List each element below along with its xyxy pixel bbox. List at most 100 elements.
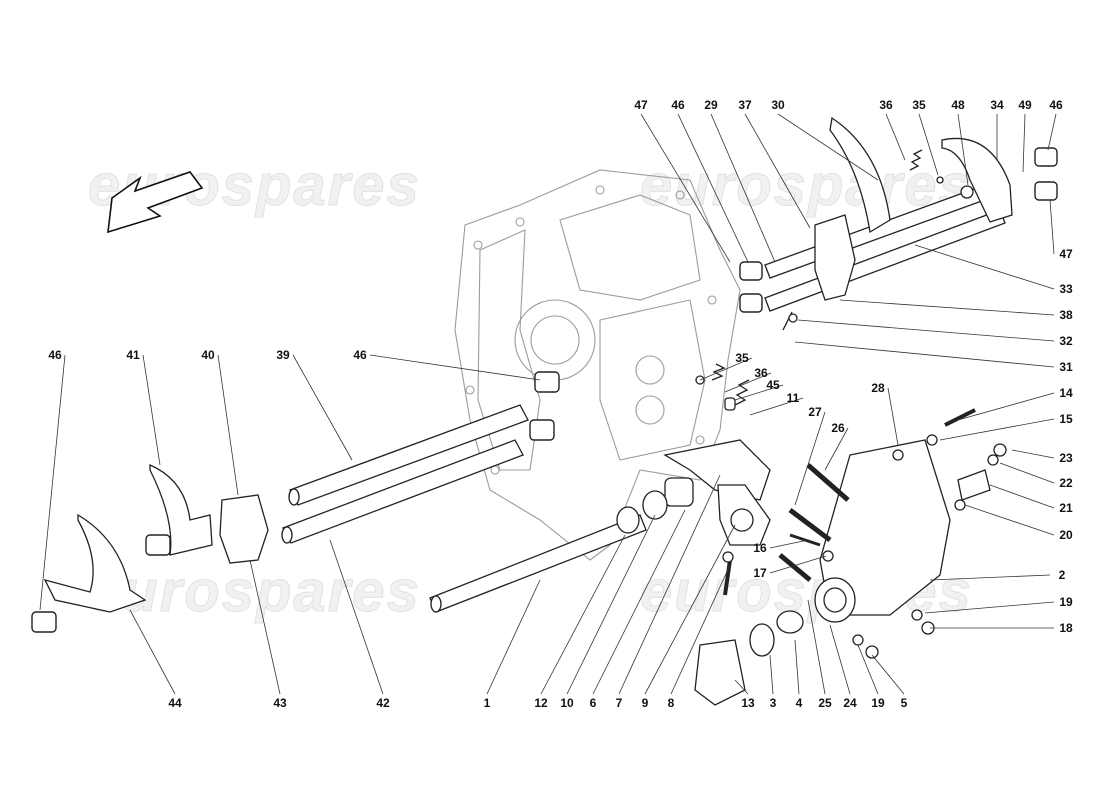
part-callout-25[interactable]: 25 [818,696,832,710]
leader-line [797,319,1055,342]
part-callout-37[interactable]: 37 [738,98,752,112]
leader-line [369,354,541,381]
part-callout-21[interactable]: 21 [1059,501,1073,515]
leader-line [699,357,753,381]
part-callout-27[interactable]: 27 [808,405,822,419]
part-callout-46[interactable]: 46 [48,348,62,362]
part-callout-32[interactable]: 32 [1059,334,1073,348]
leader-line [39,354,66,611]
part-callout-8[interactable]: 8 [667,696,675,710]
part-callout-9[interactable]: 9 [641,696,649,710]
part-callout-11[interactable]: 11 [786,391,800,405]
leader-line [807,599,826,695]
leader-line [618,474,721,695]
leader-line [769,654,774,695]
part-callout-4[interactable]: 4 [795,696,803,710]
part-callout-43[interactable]: 43 [273,696,287,710]
leader-line [1022,113,1026,173]
part-callout-2[interactable]: 2 [1058,568,1066,582]
part-callout-47[interactable]: 47 [634,98,648,112]
part-callout-14[interactable]: 14 [1059,386,1073,400]
leader-line [724,372,772,393]
part-callout-28[interactable]: 28 [871,381,885,395]
part-callout-19[interactable]: 19 [1059,595,1073,609]
part-callout-42[interactable]: 42 [376,696,390,710]
part-callout-30[interactable]: 30 [771,98,785,112]
leader-line [929,574,1051,581]
leader-line [1011,449,1055,459]
part-callout-13[interactable]: 13 [741,696,755,710]
part-callout-1[interactable]: 1 [483,696,491,710]
part-callout-17[interactable]: 17 [753,566,767,580]
part-callout-15[interactable]: 15 [1059,412,1073,426]
leader-line [924,601,1055,614]
part-callout-12[interactable]: 12 [534,696,548,710]
leader-line [769,539,809,549]
part-callout-35[interactable]: 35 [912,98,926,112]
part-callout-36[interactable]: 36 [754,366,768,380]
front-direction-arrow-icon [107,171,204,234]
part-callout-46[interactable]: 46 [1049,98,1063,112]
leader-line [744,113,811,229]
part-callout-5[interactable]: 5 [900,696,908,710]
leader-line [710,113,776,263]
part-callout-48[interactable]: 48 [951,98,965,112]
part-callout-36[interactable]: 36 [879,98,893,112]
gearbox-housing [454,169,741,561]
part-callout-34[interactable]: 34 [990,98,1004,112]
leader-line [999,462,1055,484]
part-callout-45[interactable]: 45 [766,378,780,392]
leader-line [887,387,899,446]
leader-line [794,639,800,695]
part-callout-44[interactable]: 44 [168,696,182,710]
upper-fork-assembly [764,116,1013,331]
part-callout-41[interactable]: 41 [126,348,140,362]
leader-line [1047,113,1057,151]
leader-line [749,397,804,416]
part-callout-24[interactable]: 24 [843,696,857,710]
part-callout-46[interactable]: 46 [353,348,367,362]
part-callout-38[interactable]: 38 [1059,308,1073,322]
leader-line [644,524,736,695]
leader-line [540,534,626,695]
part-callout-3[interactable]: 3 [769,696,777,710]
part-callout-7[interactable]: 7 [615,696,623,710]
watermark-text: eurospares [88,559,421,625]
part-callout-18[interactable]: 18 [1059,621,1073,635]
part-callout-46[interactable]: 46 [671,98,685,112]
leader-line [857,644,879,695]
leader-line [939,418,1055,441]
selector-rods [281,404,647,613]
part-callout-20[interactable]: 20 [1059,528,1073,542]
part-callout-29[interactable]: 29 [704,98,718,112]
leader-line [640,113,731,263]
left-fork-assembly [43,464,269,613]
leader-line [794,411,826,506]
leader-line [734,384,784,401]
part-callout-31[interactable]: 31 [1059,360,1073,374]
part-callout-22[interactable]: 22 [1059,476,1073,490]
watermark-text: eurospares [640,153,973,219]
leader-line [129,609,176,695]
leader-line [914,244,1055,290]
part-callout-33[interactable]: 33 [1059,282,1073,296]
part-callout-40[interactable]: 40 [201,348,215,362]
leader-line [670,564,731,695]
leader-line [871,654,905,695]
part-callout-35[interactable]: 35 [735,351,749,365]
part-callout-6[interactable]: 6 [589,696,597,710]
leader-line [142,354,161,466]
part-callout-39[interactable]: 39 [276,348,290,362]
leader-line [794,341,1055,368]
part-callout-26[interactable]: 26 [831,421,845,435]
part-callout-49[interactable]: 49 [1018,98,1032,112]
part-callout-16[interactable]: 16 [753,541,767,555]
leader-line [249,559,281,695]
part-callout-19[interactable]: 19 [871,696,885,710]
part-callout-47[interactable]: 47 [1059,247,1073,261]
part-callout-10[interactable]: 10 [560,696,574,710]
leader-line [292,354,353,461]
part-callout-23[interactable]: 23 [1059,451,1073,465]
leader-line [777,113,879,181]
